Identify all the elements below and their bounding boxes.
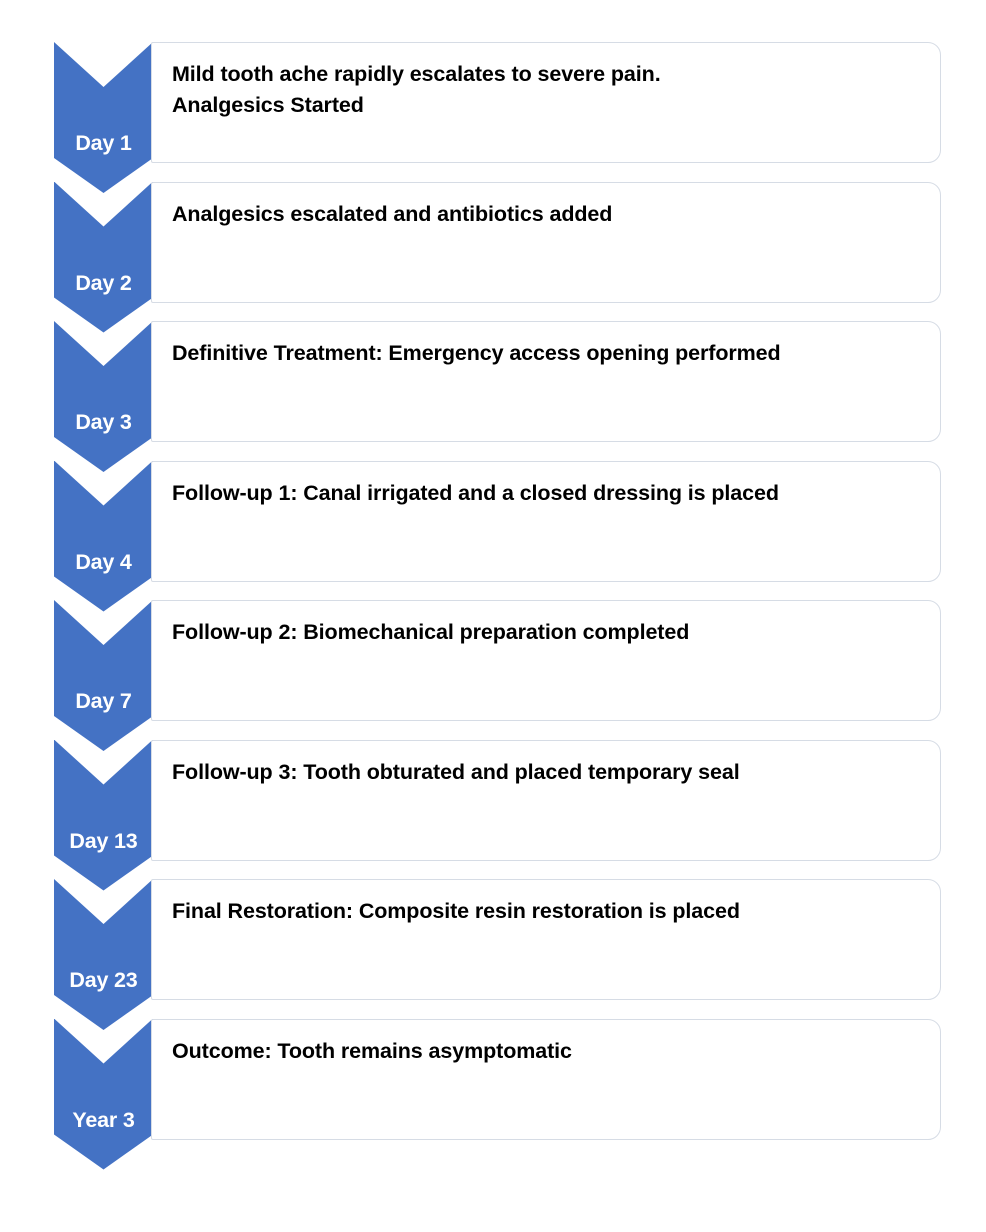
step-description-card: Analgesics escalated and antibiotics add…: [151, 181, 941, 303]
step-description-text: Follow-up 3: Tooth obturated and placed …: [172, 759, 740, 784]
step-description-text: Final Restoration: Composite resin resto…: [172, 899, 740, 923]
step-description-text: Follow-up 2: Biomechanical preparation c…: [172, 620, 690, 644]
step-description-text: Outcome: Tooth remains asymptomatic: [172, 1038, 572, 1063]
step-description-text: Follow-up 1: Canal irrigated and a close…: [172, 480, 779, 505]
chevron-down-icon: [54, 600, 153, 751]
step-description-text: Definitive Treatment: Emergency access o…: [172, 341, 781, 365]
step-description-card: Mild tooth ache rapidly escalates to sev…: [151, 42, 941, 163]
chevron-down-icon: [54, 181, 153, 333]
step-description-card: Final Restoration: Composite resin resto…: [151, 879, 941, 1000]
chevron-down-icon: [54, 879, 153, 1030]
step-description-card: Follow-up 1: Canal irrigated and a close…: [151, 460, 941, 582]
chevron-down-icon: [54, 42, 153, 193]
step-description-text: Analgesics escalated and antibiotics add…: [172, 201, 613, 226]
chevron-down-icon: [54, 739, 153, 891]
step-description-card: Definitive Treatment: Emergency access o…: [151, 321, 941, 442]
step-description-card: Follow-up 2: Biomechanical preparation c…: [151, 600, 941, 721]
step-description-card: Follow-up 3: Tooth obturated and placed …: [151, 739, 941, 861]
chevron-down-icon: [54, 460, 153, 612]
step-description-text: Mild tooth ache rapidly escalates to sev…: [172, 62, 661, 117]
step-description-card: Outcome: Tooth remains asymptomatic: [151, 1018, 941, 1140]
chevron-down-icon: [54, 1018, 153, 1170]
chevron-down-icon: [54, 321, 153, 472]
